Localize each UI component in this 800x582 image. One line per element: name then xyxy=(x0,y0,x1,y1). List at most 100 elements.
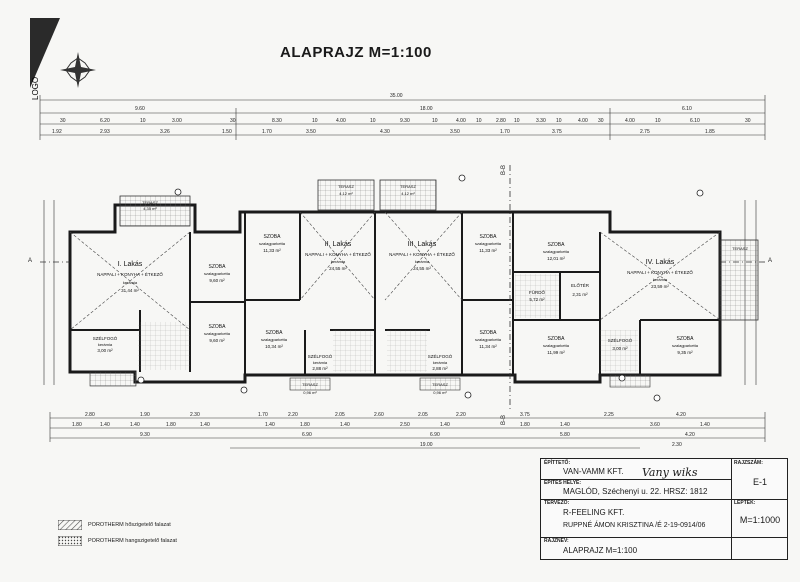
tb-sheet-label: RAJZSZÁM: xyxy=(734,460,763,466)
dim-r4-2: 3.26 xyxy=(160,129,170,135)
unit-2-windbreak-floor: kerámia xyxy=(313,360,328,365)
unit-3-room-3: SZOBA xyxy=(480,330,498,336)
drawing-title: ALAPRAJZ M=1:100 xyxy=(280,44,432,61)
unit-3-room-2: SZOBA xyxy=(480,234,498,240)
section-a-right: A xyxy=(768,258,772,264)
legend-hatch-label: POROTHERM hőszigetelő falazat xyxy=(88,522,171,528)
unit-3-room-living: NAPPALI + KONYHA + ÉTKEZŐ xyxy=(389,251,455,257)
tb-drawing-label: RAJZNÉV: xyxy=(544,538,569,544)
dim-b1-9: 3.75 xyxy=(520,412,530,418)
unit-1-room-3-area: 9,60 m² xyxy=(209,338,225,343)
tb-drawing-row: RAJZNÉV: ALAPRAJZ M=1:100 xyxy=(541,537,731,559)
unit-4-room-4-floor: szalagparketta xyxy=(672,343,699,348)
tb-scale-label: LÉPTÉK: xyxy=(734,500,756,506)
unit-4-hall: ELŐTÉR xyxy=(571,282,590,288)
dim-b1-3: 1.70 xyxy=(258,412,268,418)
north-arrow-icon xyxy=(60,52,96,88)
terrace-top-2-area: 4,12 m² xyxy=(401,191,415,196)
unit-4-room-2-floor: szalagparketta xyxy=(543,249,570,254)
dim-r3-13: 2.80 xyxy=(496,118,506,124)
title-block: ÉPÍTTETŐ: VAN-VAMM KFT. ÉPÍTÉS HELYE: MA… xyxy=(540,458,788,560)
unit-1-windbreak-area: 3,00 m² xyxy=(97,348,113,353)
tb-client-value: VAN-VAMM KFT. xyxy=(563,467,624,476)
signature: Vany wiks xyxy=(642,466,698,479)
terrace-top-1: TERASZ xyxy=(338,184,354,189)
corner-logo: LOGO xyxy=(30,18,60,100)
dim-b2-12: 3.60 xyxy=(650,422,660,428)
unit-3-room-3-area: 11,34 m² xyxy=(479,344,497,349)
unit-4-room-living: NAPPALI + KONYHA + ÉTKEZŐ xyxy=(627,269,693,275)
unit-3-windbreak-floor: kerámia xyxy=(433,360,448,365)
unit-2-room-3-floor: szalagparketta xyxy=(261,337,288,342)
unit-1-windbreak-floor: kerámia xyxy=(98,342,113,347)
dim-r3-2: 10 xyxy=(140,118,146,124)
dim-r4-1: 2.93 xyxy=(100,129,110,135)
unit-2-room-living-floor: kerámia xyxy=(331,259,346,264)
dim-r3-21: 6.10 xyxy=(690,118,700,124)
unit-3-windbreak-area: 2,88 m² xyxy=(432,366,448,371)
unit-4-terrace: TERASZ xyxy=(732,246,748,251)
dim-b1-7: 2.05 xyxy=(418,412,428,418)
dim-b2-3: 1.80 xyxy=(166,422,176,428)
dim-b1-6: 2.60 xyxy=(374,412,384,418)
unit-1-terrace-area: 4,35 m² xyxy=(143,206,157,211)
unit-4-hall-area: 2,31 m² xyxy=(572,292,588,297)
dim-b2-11: 1.40 xyxy=(560,422,570,428)
unit-2-room-2-floor: szalagparketta xyxy=(259,241,286,246)
unit-4-bath-area: 5,72 m² xyxy=(529,297,545,302)
unit-4-room-3-area: 11,99 m² xyxy=(547,350,565,355)
dim-b1-1: 1.90 xyxy=(140,412,150,418)
unit-1-room-3-floor: szalagparketta xyxy=(204,331,231,336)
dim-top-3: 6.10 xyxy=(682,106,692,112)
dim-r3-10: 10 xyxy=(432,118,438,124)
unit-2-windbreak-area: 2,88 m² xyxy=(312,366,328,371)
legend-dots-label: POROTHERM hangszigetelő falazat xyxy=(88,538,177,544)
tb-right-column: RAJZSZÁM: E-1 LÉPTÉK: M=1:1000 xyxy=(731,459,788,559)
dim-r4-9: 3.75 xyxy=(552,129,562,135)
unit-4-room-3: SZOBA xyxy=(548,336,566,342)
unit-2-room-2-area: 11,33 m² xyxy=(263,248,281,253)
unit-3-room-3-floor: szalagparketta xyxy=(475,337,502,342)
unit-1-room-living-floor: kerámia xyxy=(123,280,138,285)
floor-plan: 35.00 9.60 18.00 6.10 1.92 2.93 3.26 1.5… xyxy=(28,93,772,449)
dim-b3-2: 6.90 xyxy=(430,432,440,438)
dim-r4-7: 3.50 xyxy=(450,129,460,135)
unit-2-room-living: NAPPALI + KONYHA + ÉTKEZŐ xyxy=(305,251,371,257)
tb-client-label: ÉPÍTTETŐ: xyxy=(544,460,571,466)
unit-2-name: II. Lakás xyxy=(325,241,352,248)
unit-1-room-living: NAPPALI + KONYHA + ÉTKEZŐ xyxy=(97,271,163,277)
dim-b2-0: 1.80 xyxy=(72,422,82,428)
legend-dots-swatch xyxy=(58,536,82,546)
unit-4-room-2-area: 12,01 m² xyxy=(547,256,565,261)
dim-b2-10: 1.80 xyxy=(520,422,530,428)
dim-side-bottom: 2.30 xyxy=(672,442,682,448)
dim-b2-13: 1.40 xyxy=(700,422,710,428)
unit-2-windbreak: SZÉLFOGÓ xyxy=(308,353,333,359)
unit-2-room-2: SZOBA xyxy=(264,234,282,240)
dim-r3-6: 10 xyxy=(312,118,318,124)
dim-b3-4: 4.20 xyxy=(685,432,695,438)
unit-1-room-3: SZOBA xyxy=(209,324,227,330)
unit-3-terrace: TERASZ xyxy=(432,382,448,387)
unit-4-room-4: SZOBA xyxy=(677,336,695,342)
unit-2-terrace: TERASZ xyxy=(302,382,318,387)
dim-b1-0: 2.80 xyxy=(85,412,95,418)
tb-site-label: ÉPÍTÉS HELYE: xyxy=(544,480,582,486)
unit-3-room-2-floor: szalagparketta xyxy=(475,241,502,246)
dim-r4-10: 2.75 xyxy=(640,129,650,135)
legend-hatch-swatch xyxy=(58,520,82,530)
dim-b2-7: 1.40 xyxy=(340,422,350,428)
unit-4-windbreak: SZÉLFOGÓ xyxy=(608,337,633,343)
unit-3-room-living-area: 24,55 m² xyxy=(413,266,431,271)
dim-b1-11: 4.20 xyxy=(676,412,686,418)
unit-4-room-4-area: 9,35 m² xyxy=(677,350,693,355)
dim-r4-6: 4.30 xyxy=(380,129,390,135)
unit-2-terrace-area: 0,96 m² xyxy=(303,390,317,395)
unit-4-room-living-floor: kerámia xyxy=(653,277,668,282)
dim-b2-6: 1.80 xyxy=(300,422,310,428)
dim-r4-8: 1.70 xyxy=(500,129,510,135)
dim-r3-14: 10 xyxy=(514,118,520,124)
unit-1-room-2-floor: szalagparketta xyxy=(204,271,231,276)
dim-r3-15: 3.30 xyxy=(536,118,546,124)
tb-designer-label: TERVEZŐ: xyxy=(544,500,570,506)
